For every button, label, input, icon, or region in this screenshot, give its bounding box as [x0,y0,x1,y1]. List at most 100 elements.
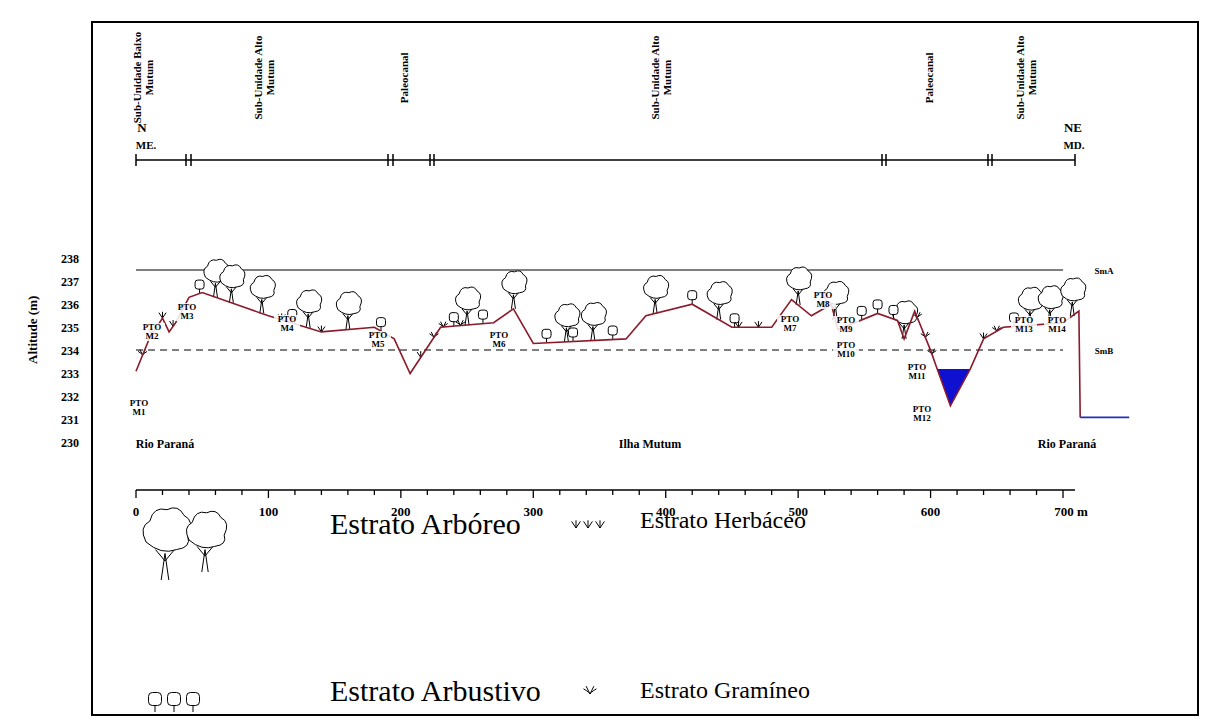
axis-tick [1036,490,1037,495]
shrub-crown [449,313,458,322]
unit-label: Sub-Unidade Alto Mutum [253,23,276,133]
point-label: PTO M7 [777,315,803,333]
axis-tick [1062,490,1063,498]
axis-tick [718,490,719,495]
bracket-tick [1074,154,1076,166]
herb-symbol [584,520,593,528]
shrub-crown [608,326,617,335]
axis-tick [692,490,693,495]
tree-trunk [508,293,518,309]
axis-tick [400,490,401,498]
axis-value: 0 [133,505,140,519]
axis-tick [533,490,534,498]
bracket-tick [387,154,389,166]
axis-title: Altitude (m) [26,270,40,390]
shrub-crown [149,693,162,706]
grass-symbol [584,686,597,694]
tree-trunk [197,546,213,572]
axis-tick [506,490,507,495]
axis-tick [771,490,772,495]
herb-symbol [572,520,581,528]
point-label: PTO M11 [904,363,930,381]
bracket-tick [433,154,435,166]
shrub-stem [155,706,156,713]
unit-label: Paleocanal [924,43,936,113]
axis-tick [347,490,348,495]
axis-value: 231 [61,414,79,427]
legend-text: Estrato Gramíneo [640,678,810,703]
tree-canopy [220,265,245,288]
axis-tick [427,490,428,495]
terrain-profile [136,293,1080,418]
axis-value: 100 [259,505,279,519]
axis-tick [559,490,560,495]
level-label: SmA [1094,267,1113,276]
shrub-crown [569,328,578,337]
axis-tick [294,490,295,495]
unit-label: Paleocanal [399,43,411,113]
tree-trunk [650,297,660,313]
axis-value: 230 [61,437,79,450]
unit-label: Sub-Unidade Alto Mutum [650,23,673,133]
point-label: PTO M1 [126,399,152,417]
bracket-tick [991,154,993,166]
shrub-stem [193,706,194,713]
tree-canopy [1038,286,1063,309]
place-label: Rio Paraná [1038,438,1096,451]
axis-tick [665,490,666,498]
axis-value: 600 [921,505,941,519]
axis-tick [321,490,322,495]
place-label: Ilha Mutum [619,438,681,451]
axis-tick [188,490,189,495]
axis-tick [241,490,242,495]
tree-canopy [455,287,480,310]
tree-trunk [156,550,175,580]
legend-text: Estrato Arbustivo [330,675,541,707]
axis-tick [956,490,957,495]
shrub-crown [873,300,882,309]
axis-tick [639,490,640,495]
axis-value: 238 [61,253,79,266]
axis-tick [983,490,984,495]
axis-tick [135,490,136,498]
level-label: SmB [1095,347,1114,356]
tree-trunk [257,297,267,313]
bracket-tick [881,154,883,166]
axis-tick [612,490,613,495]
direction-label: MD. [1063,140,1084,152]
tree-trunk [588,325,598,341]
axis-value: 235 [61,322,79,335]
axis-value: 233 [61,368,79,381]
shrub-stem [174,706,175,713]
shrub-crown [376,318,385,327]
legend-text: Estrato Herbáceo [640,508,806,533]
tree-canopy [644,275,669,298]
axis-tick [824,490,825,495]
direction-label: N [137,121,146,135]
point-label: PTO M8 [810,291,836,309]
tree-canopy [143,508,191,552]
tree-canopy [297,290,322,313]
tree-canopy [581,303,606,326]
bracket-tick [185,154,187,166]
shrub-crown [889,305,898,314]
point-label: PTO M5 [365,331,391,349]
axis-value: 237 [61,276,79,289]
place-label: Rio Paraná [136,438,194,451]
herb-symbol [755,321,762,327]
point-label: PTO M3 [174,303,200,321]
tree-trunk [303,312,313,328]
tree-canopy [555,304,580,327]
point-label: PTO M4 [274,315,300,333]
direction-label: ME. [136,140,156,152]
point-label: PTO M10 [833,341,859,359]
unit-label: Sub-Unidade Baixo Mutum [132,23,155,133]
axis-tick [162,490,163,495]
bracket-tick [190,154,192,166]
axis-value: 700 m [1054,505,1088,519]
shrub-crown [478,310,487,319]
shrub-crown [195,280,204,289]
axis-value: 232 [61,391,79,404]
bracket-tick [429,154,431,166]
